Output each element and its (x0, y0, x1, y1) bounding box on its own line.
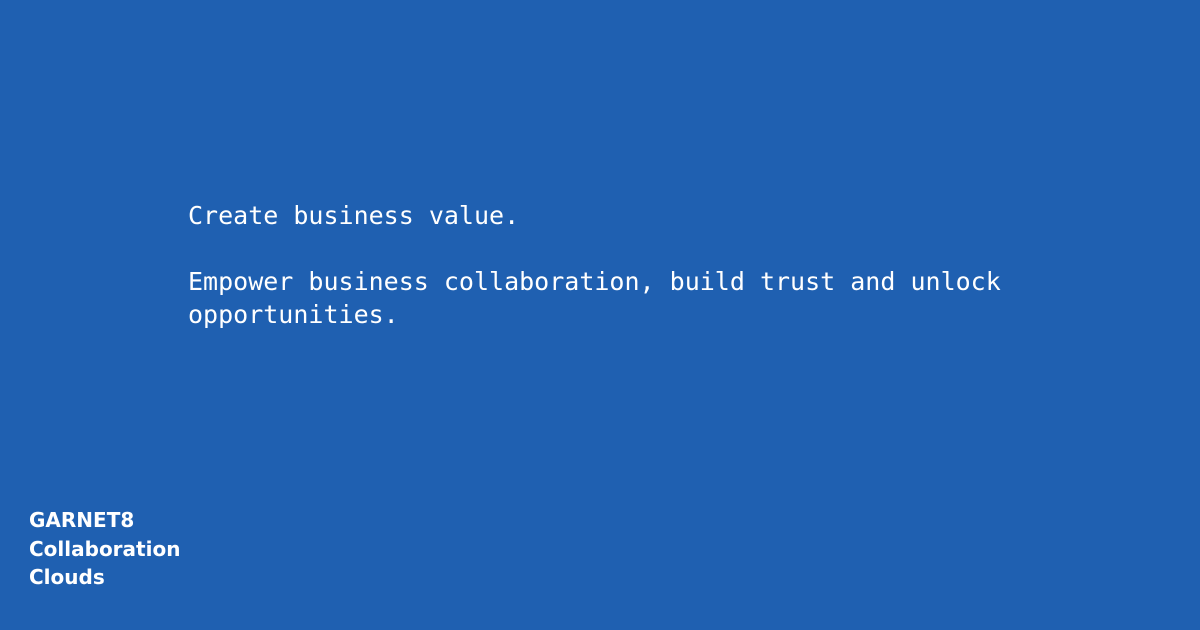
message-block: Create business value. Empower business … (188, 199, 1148, 331)
body-text: Empower business collaboration, build tr… (188, 267, 1001, 329)
brand-line-3: Clouds (29, 565, 105, 589)
spacer (188, 232, 1148, 265)
brand-line-2: Collaboration (29, 536, 181, 561)
brand-logo-text: GARNET8 Collaboration Clouds (29, 506, 180, 592)
headline: Create business value. (188, 201, 520, 230)
brand-line-1: GARNET8 (29, 508, 135, 532)
